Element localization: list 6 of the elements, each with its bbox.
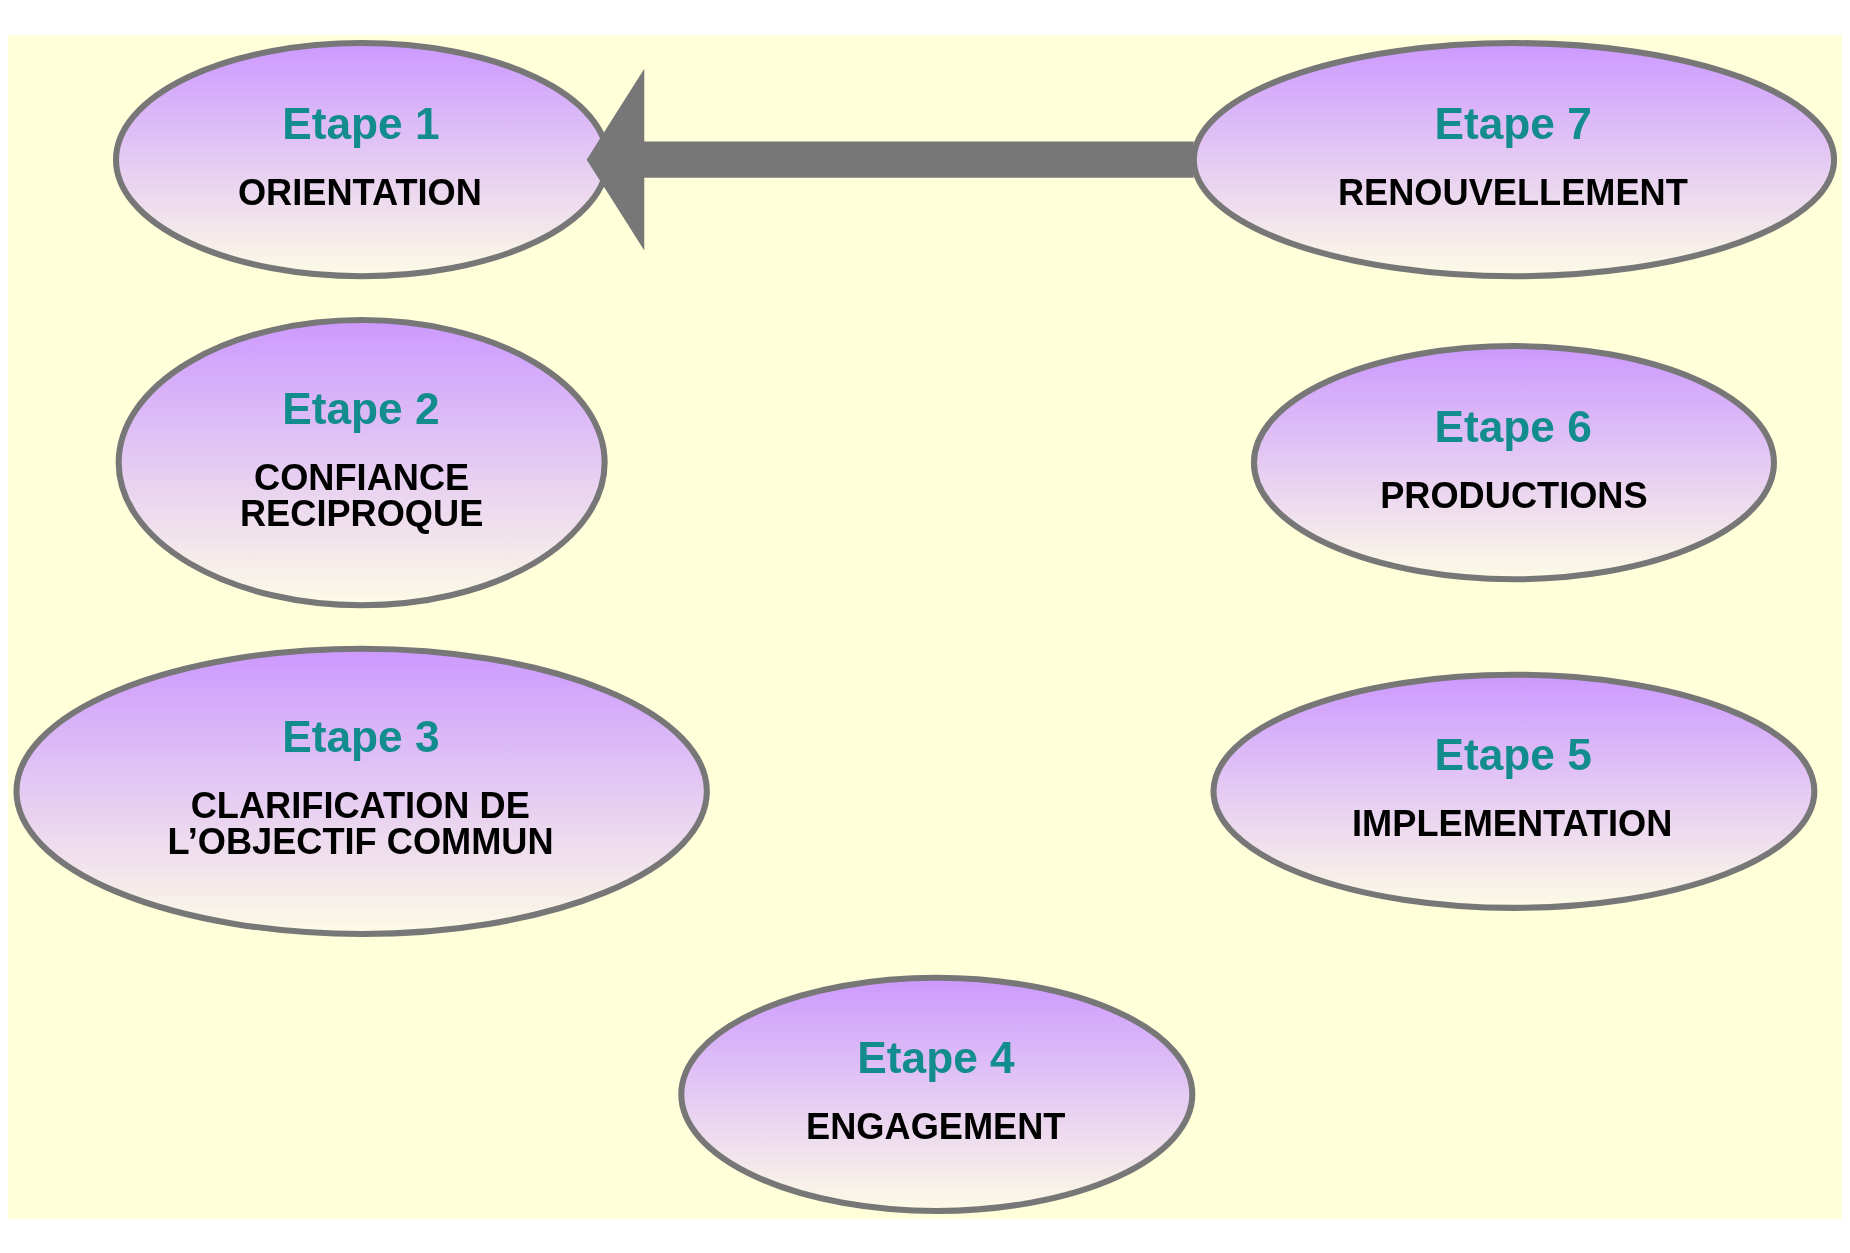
arrow [586,68,1194,250]
node-ellipse: Etape 5 IMPLEMENTATION [1210,671,1818,911]
node-ellipse: Etape 3 CLARIFICATION DE L’OBJECTIF COMMUN [13,645,710,937]
node-ellipse: Etape 2 CONFIANCE RECIPROQUE [115,316,608,608]
node-ellipse: Etape 4 ENGAGEMENT [678,974,1196,1214]
node-ellipse: Etape 6 PRODUCTIONS [1250,342,1777,582]
